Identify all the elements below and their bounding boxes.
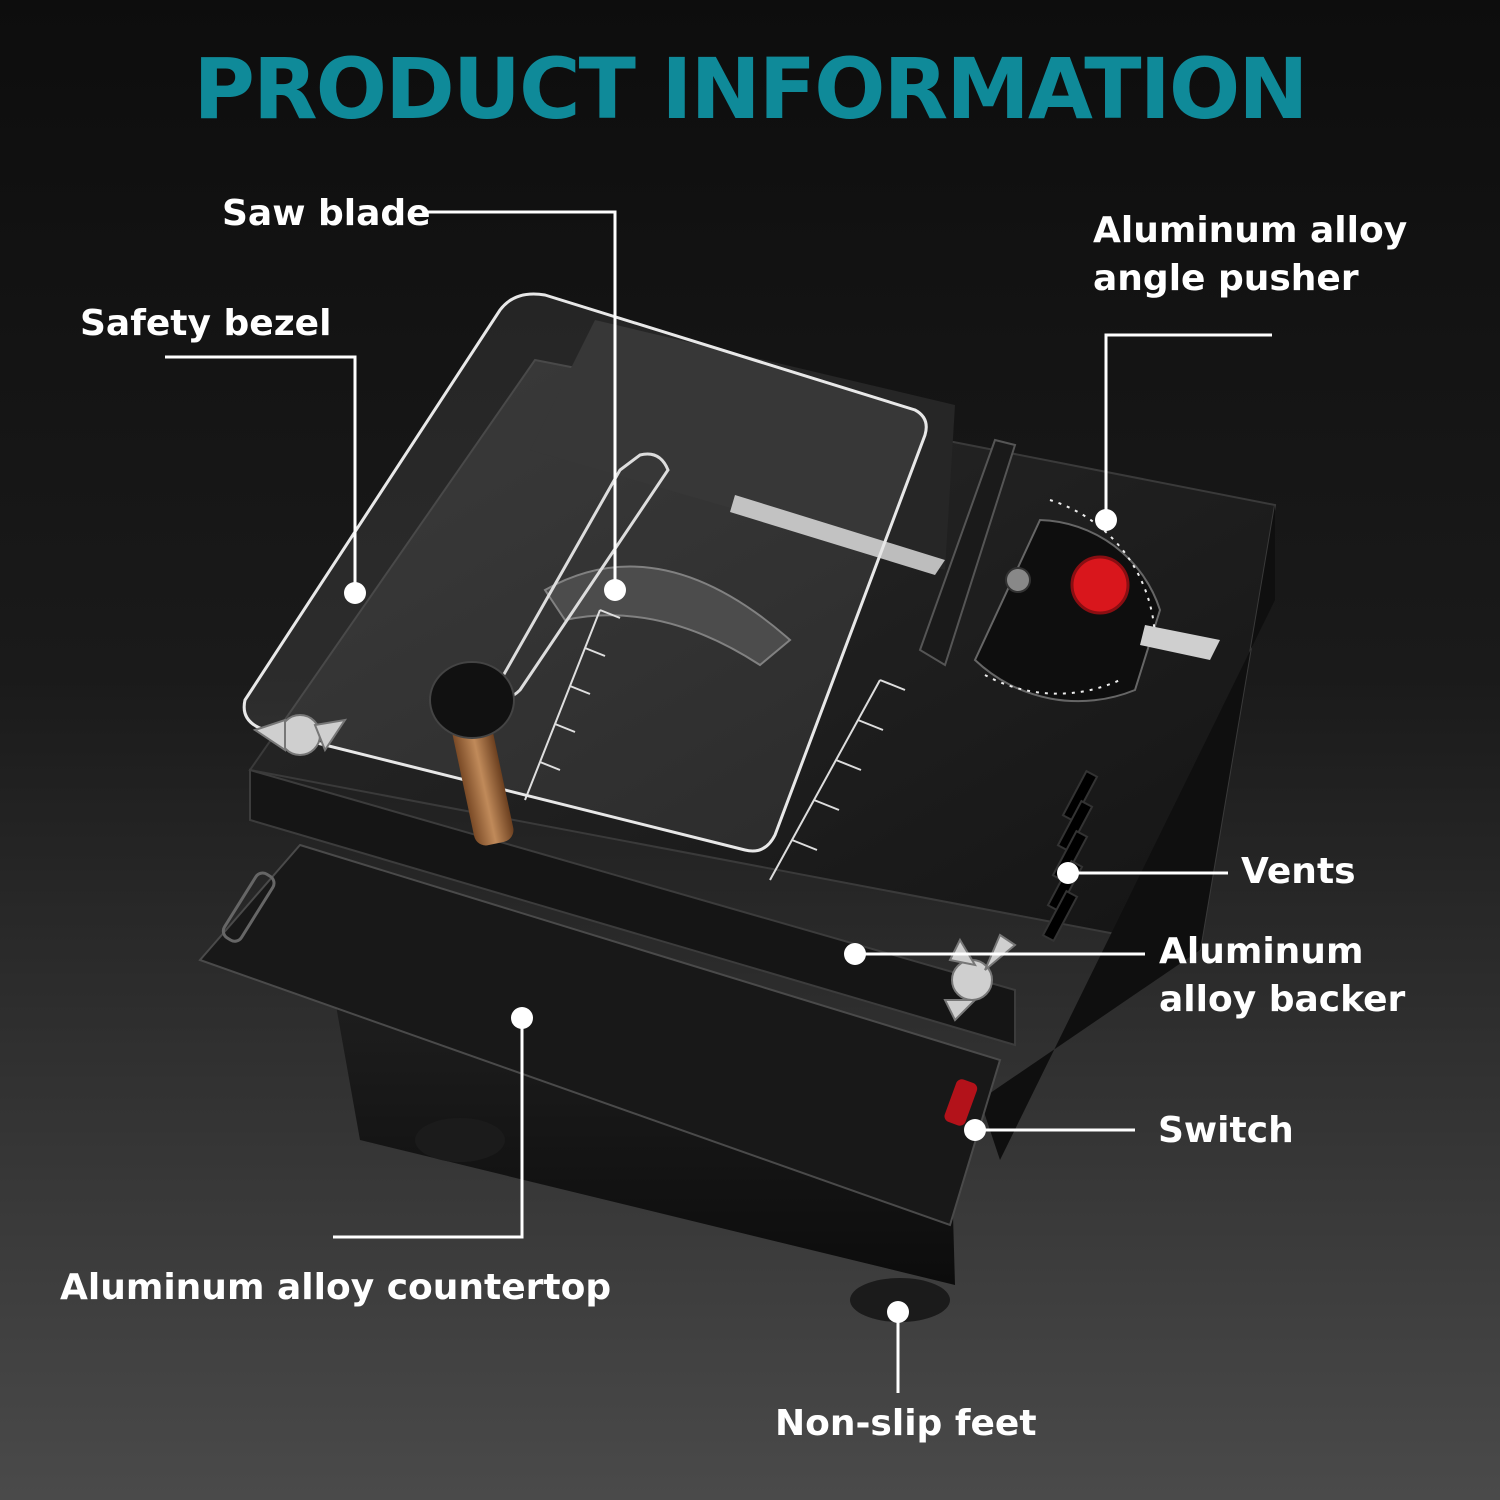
label-countertop: Aluminum alloy countertop <box>60 1267 612 1308</box>
push-stick <box>450 709 514 846</box>
backer-bar <box>249 768 1016 1047</box>
label-angle-pusher-line1: Aluminum alloy <box>1093 210 1408 251</box>
label-angle-pusher: Aluminum alloy angle pusher <box>1093 207 1407 303</box>
label-non-slip-feet: Non-slip feet <box>775 1403 1037 1444</box>
angle-pusher-fence <box>918 438 1017 667</box>
side-wall <box>980 505 1275 1160</box>
label-safety-bezel: Safety bezel <box>80 303 332 344</box>
callout-lines <box>165 210 1272 1393</box>
callout-dots <box>344 509 1117 1323</box>
label-vents: Vents <box>1241 851 1356 892</box>
foot-left <box>415 1118 505 1162</box>
rear-panel <box>530 320 955 570</box>
switch <box>944 1079 978 1126</box>
label-backer-line2: alloy backer <box>1159 979 1406 1020</box>
wing-nut-left <box>252 714 348 756</box>
right-ruler <box>769 679 906 881</box>
label-saw-blade: Saw blade <box>222 193 431 234</box>
angle-lock-knob <box>1070 555 1130 615</box>
push-stick-knob <box>429 661 515 739</box>
label-switch: Switch <box>1158 1110 1294 1151</box>
countertop-tray <box>198 843 1002 1227</box>
label-backer: Aluminum alloy backer <box>1159 928 1405 1024</box>
machine-body <box>335 1000 955 1285</box>
left-ruler <box>524 609 621 801</box>
wing-nut-right <box>943 933 1017 1022</box>
safety-bezel <box>242 292 928 853</box>
label-backer-line1: Aluminum <box>1159 931 1364 972</box>
foot-right <box>850 1278 950 1322</box>
label-angle-pusher-line2: angle pusher <box>1093 258 1359 299</box>
page-title: PRODUCT INFORMATION <box>193 40 1308 138</box>
